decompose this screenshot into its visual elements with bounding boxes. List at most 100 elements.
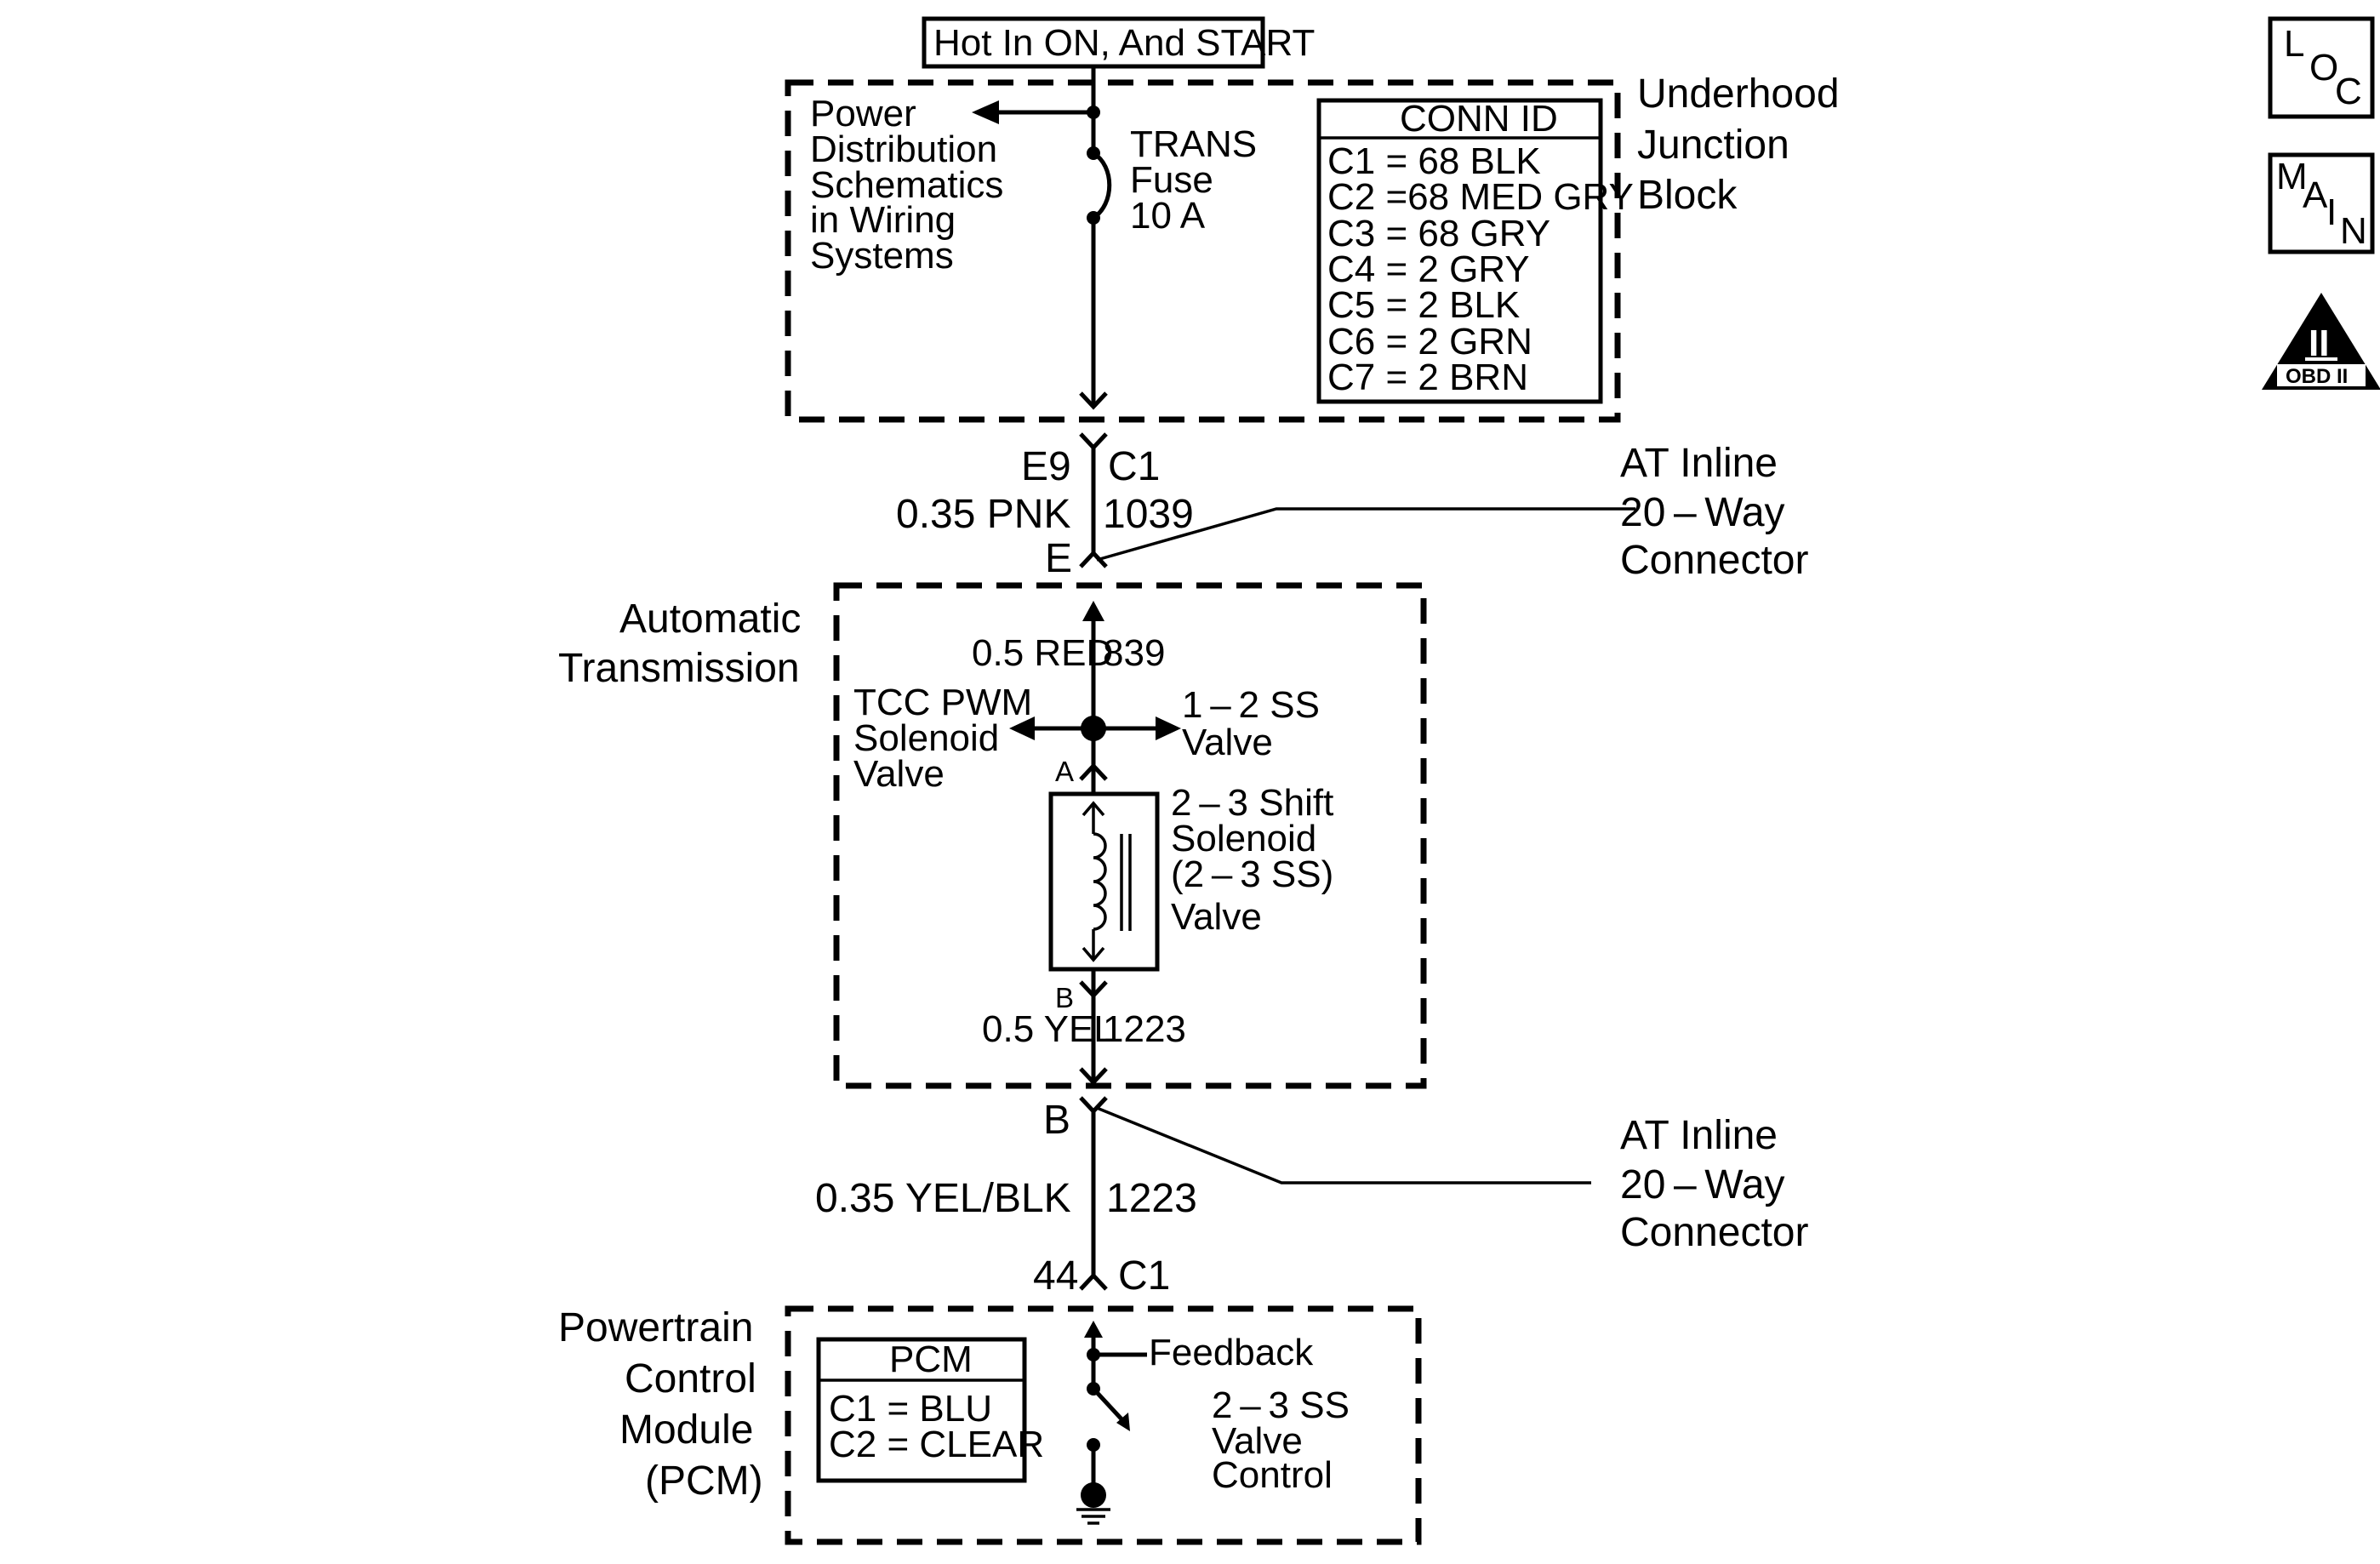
wire-1223-gauge-internal: 0.5 YEL (982, 1008, 1115, 1050)
power-dist-arrow-icon (972, 100, 999, 124)
connector-female-icon (1079, 391, 1108, 410)
pcm-conn-table (816, 1337, 1027, 1483)
conn-id-row: C1 = 68 BLK (1327, 140, 1541, 182)
fuse-label-line-3: 10 A (1130, 195, 1206, 237)
pcm-name-line-2: Control (625, 1356, 756, 1401)
inline-1-line-1: AT Inline (1620, 441, 1778, 486)
main-letter-i: I (2326, 191, 2337, 233)
wire-1039-gauge: 0.35 PNK (896, 492, 1070, 537)
solenoid-line-2: Solenoid (1171, 818, 1316, 859)
pin-b-connector-icon (1079, 980, 1108, 999)
loc-icon[interactable] (2268, 16, 2375, 119)
tcc-line-2: Solenoid (853, 717, 999, 759)
inline-connector-2-leader (1096, 1106, 1591, 1184)
main-letter-m: M (2276, 156, 2308, 197)
wire-1223-gauge: 0.35 YEL/BLK (815, 1176, 1071, 1221)
obd-label: OBD II (2286, 365, 2348, 388)
coil-winding-icon (1093, 832, 1107, 931)
wire-1223-circuit: 1223 (1106, 1176, 1197, 1221)
conn-id-row: C6 = 2 GRN (1327, 321, 1532, 362)
trans-name-line-2: Transmission (558, 646, 800, 691)
pin-e9-label: E9 (1021, 444, 1071, 489)
pcm-name-line-4: (PCM) (645, 1458, 763, 1504)
underhood-name-line-3: Block (1637, 173, 1738, 218)
tcc-line-3: Valve (853, 753, 945, 795)
solenoid-line-1: 2 – 3 Shift (1171, 782, 1333, 824)
tcc-arrow-icon (1009, 716, 1035, 740)
tcc-pwm-solenoid-label: TCC PWM Solenoid Valve (853, 682, 1032, 795)
solenoid-line-3: (2 – 3 SS) (1171, 853, 1333, 895)
fuse-icon (1092, 151, 1112, 220)
loc-letter-o: O (2309, 47, 2338, 88)
valve-control-label: 2 – 3 SS Valve Control (1212, 1384, 1350, 1496)
ss12-line-2: Valve (1182, 722, 1273, 763)
tcc-line-1: TCC PWM (853, 682, 1032, 723)
ss12-valve-label: 1 – 2 SS Valve (1182, 684, 1320, 763)
pin-44-label: 44 (1033, 1253, 1078, 1299)
conn-id-row: C4 = 2 GRY (1327, 248, 1530, 290)
connector-c1-label: C1 (1108, 444, 1160, 489)
conn-id-row: C2 =68 MED GRY (1327, 176, 1634, 218)
pin-e-label: E (1045, 536, 1072, 581)
control-line-2: Valve (1212, 1420, 1303, 1462)
pcm-table-title: PCM (889, 1339, 973, 1380)
ground-dot (1081, 1482, 1106, 1508)
inline-2-line-1: AT Inline (1620, 1113, 1778, 1158)
pcm-connector-icon (1079, 1272, 1108, 1291)
power-dist-line-3: Schematics (810, 164, 1003, 206)
power-distribution-note: Power Distribution Schematics in Wiring … (810, 93, 1003, 277)
underhood-junction-block-name: Underhood Junction Block (1637, 71, 1840, 218)
conn-id-row: C5 = 2 BLK (1327, 284, 1520, 326)
driver-switch-icon (1092, 1387, 1127, 1424)
ss12-line-1: 1 – 2 SS (1182, 684, 1320, 726)
control-line-3: Control (1212, 1454, 1333, 1496)
main-button[interactable]: M A I N (2268, 152, 2375, 254)
control-line-1: 2 – 3 SS (1212, 1384, 1350, 1426)
pcm-name-line-1: Powertrain (558, 1305, 753, 1350)
power-dist-line-2: Distribution (810, 128, 997, 170)
power-dist-line-5: Systems (810, 235, 954, 277)
loc-letter-c: C (2335, 71, 2362, 112)
shift-solenoid-23-label: 2 – 3 Shift Solenoid (2 – 3 SS) Valve (1171, 782, 1333, 938)
pcm-table-row: C1 = BLU (829, 1388, 992, 1430)
inline-2-line-2: 20 – Way (1620, 1162, 1785, 1207)
obd-numeral: II (2309, 323, 2329, 364)
loc-button[interactable]: L O C (2268, 16, 2375, 119)
feedback-label: Feedback (1149, 1332, 1314, 1373)
power-dist-line-4: in Wiring (810, 199, 956, 241)
wire-1039-circuit: 1039 (1103, 492, 1194, 537)
trans-name-line-1: Automatic (619, 596, 801, 642)
automatic-transmission-name: Automatic Transmission (558, 596, 801, 691)
main-letter-a: A (2303, 174, 2328, 216)
fuse-label-line-1: TRANS (1130, 123, 1257, 165)
underhood-name-line-2: Junction (1637, 123, 1789, 168)
pcm-table-row: C2 = CLEAR (829, 1424, 1044, 1465)
fuse-label-line-2: Fuse (1130, 159, 1213, 201)
inline-1-line-3: Connector (1620, 538, 1808, 583)
main-letter-n: N (2340, 210, 2367, 252)
inline-connector-2-label: AT Inline 20 – Way Connector (1620, 1113, 1808, 1255)
obd-ii-button[interactable]: II OBD II (2262, 293, 2380, 390)
pin-b-label: B (1055, 982, 1074, 1013)
pin-a-label: A (1055, 756, 1074, 787)
conn-id-list: C1 = 68 BLK C2 =68 MED GRY C3 = 68 GRY C… (1327, 140, 1634, 398)
underhood-name-line-1: Underhood (1637, 71, 1840, 117)
automatic-transmission-frame (833, 582, 1427, 1089)
inline-connector-1-label: AT Inline 20 – Way Connector (1620, 441, 1808, 583)
main-icon[interactable] (2268, 152, 2375, 254)
power-dist-line-1: Power (810, 93, 916, 134)
coil-arrow-bottom (1082, 946, 1105, 962)
pin-b-inline-label: B (1043, 1098, 1070, 1143)
pcm-name: Powertrain Control Module (PCM) (558, 1305, 763, 1504)
wire-839-gauge: 0.5 RED (972, 632, 1113, 674)
loc-letter-l: L (2284, 23, 2304, 65)
shift-solenoid-23-icon (1048, 791, 1160, 972)
wire-1223-circuit-internal: 1223 (1103, 1008, 1186, 1050)
conn-id-row: C3 = 68 GRY (1327, 213, 1550, 254)
power-source-label: Hot In ON, And START (933, 22, 1315, 64)
inline-2-line-3: Connector (1620, 1210, 1808, 1255)
obd-label-bg (2277, 364, 2366, 386)
pcm-frame (785, 1305, 1422, 1545)
